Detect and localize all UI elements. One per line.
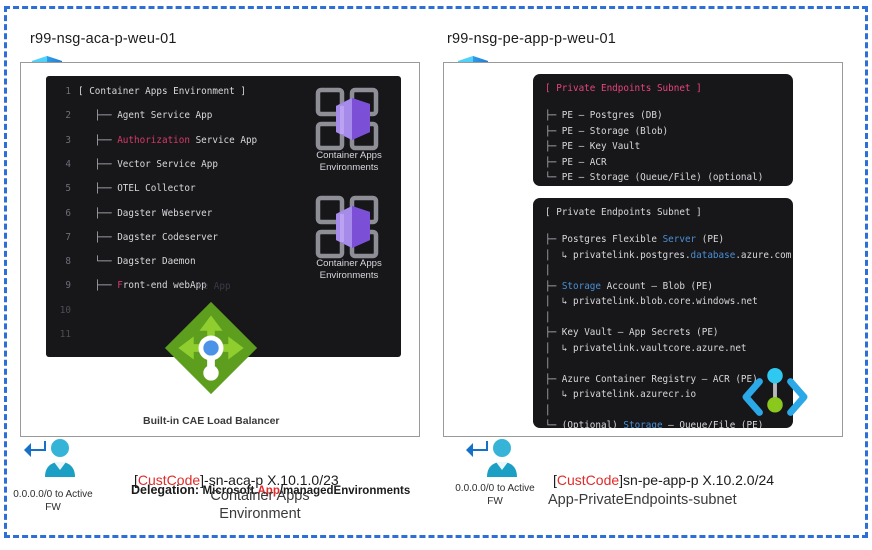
left-subnet-suffix: ]-sn-aca-p X.10.1.0/23 (200, 472, 339, 488)
private-endpoint-item: └─ PE – Storage (Queue/File) (optional) (545, 172, 764, 183)
custcode-token-right: CustCode (556, 472, 620, 488)
right-subnet-caption: [CustCode]sn-pe-app-p X.10.2.0/24 (553, 472, 774, 488)
line-number: 9 (65, 280, 71, 292)
line-number: 2 (65, 110, 71, 122)
private-endpoint-item: ├─ PE – Postgres (DB) (545, 110, 663, 121)
tree-spacer: │ (545, 358, 551, 369)
delegation-ns: Microsoft. (202, 485, 258, 497)
line-number: 8 (65, 256, 71, 268)
line-number: 3 (65, 134, 71, 146)
private-endpoints-detail-block: [ Private Endpoints Subnet ] ├─ Postgres … (533, 198, 793, 428)
code-line: 7 ├── Dagster Codeserver (54, 231, 218, 243)
line-number: 11 (59, 329, 71, 340)
private-dns-zone: │ ↳ privatelink.vaultcore.azure.net (545, 342, 747, 354)
left-nsg-title: r99-nsg-aca-p-weu-01 (30, 31, 177, 47)
private-endpoint-entry: ├─ Storage Account – Blob (PE) (545, 280, 713, 292)
private-endpoint-item: ├─ PE – Storage (Blob) (545, 125, 669, 137)
tree-spacer: │ (545, 404, 551, 416)
line-number: 5 (65, 183, 71, 195)
code-brackets-icon (740, 366, 810, 433)
code-line: 11 (54, 329, 78, 340)
code-line: 3 ├── Authorization Service App (54, 134, 257, 146)
right-subnet-description: App-PrivateEndpoints-subnet (548, 492, 737, 508)
load-balancer-label: Built-in CAE Load Balancer (143, 415, 280, 427)
user-route-firewall-icon-right (464, 437, 524, 488)
user-route-firewall-icon-left (22, 437, 82, 488)
delegation-app-token: App (257, 485, 280, 497)
right-subnet-suffix: ]sn-pe-app-p X.10.2.0/24 (619, 472, 775, 488)
code-line: 9 ├── Front-end webApp (54, 280, 206, 292)
line-number: 6 (65, 207, 71, 219)
container-apps-environment-icon-1 (312, 84, 382, 159)
private-dns-zone: │ ↳ privatelink.blob.core.windows.net (545, 296, 758, 307)
private-endpoint-entry: ├─ Postgres Flexible Server (PE) (545, 234, 725, 245)
code-line: 6 ├── Dagster Webserver (54, 207, 212, 219)
private-endpoint-entry: ├─ Key Vault – App Secrets (PE) (545, 327, 719, 338)
private-dns-zone: │ ↳ privatelink.azurecr.io (545, 389, 697, 400)
left-subnet-caption: [CustCode]-sn-aca-p X.10.1.0/23 (134, 472, 339, 488)
right-nsg-title: r99-nsg-pe-app-p-weu-01 (447, 31, 617, 47)
code-line: 4 ├── Vector Service App (54, 158, 218, 170)
code-line: 2 ├── Agent Service App (54, 110, 212, 122)
private-endpoint-entry: └─ (Optional) Storage – Queue/File (PE) (545, 420, 764, 428)
line-number: 4 (65, 158, 71, 170)
container-apps-environment-icon-2 (312, 192, 382, 267)
line-number: 10 (59, 304, 71, 316)
code-line: 5 ├── OTEL Collector (54, 183, 195, 195)
load-balancer-icon (163, 300, 259, 401)
private-dns-zone: │ ↳ privatelink.postgres.database.azure.… (545, 249, 792, 261)
code-block-title: [ Private Endpoints Subnet ] (545, 207, 702, 218)
tree-spacer: │ (545, 311, 551, 323)
custcode-token-left: CustCode (137, 472, 201, 488)
tree-spacer: │ (545, 265, 551, 276)
delegation-label-left: Delegation: Microsoft.App/managedEnviron… (131, 483, 410, 497)
vnet-boundary (4, 6, 868, 538)
private-endpoint-item: ├─ PE – ACR (545, 156, 607, 168)
code-line: 1[ Container Apps Environment ] (54, 86, 246, 97)
code-line: 8 └── Dagster Daemon (54, 256, 195, 268)
line-number: 1 (65, 86, 71, 97)
bracket-open-right: [ (553, 472, 557, 488)
code-block-title: [ Private Endpoints Subnet ] (545, 83, 702, 94)
private-endpoint-entry: ├─ Azure Container Registry – ACR (PE) (545, 373, 758, 385)
code-line: 10 (54, 304, 78, 316)
delegation-resource: /managedEnvironments (279, 485, 411, 497)
private-endpoint-item: ├─ PE – Key Vault (545, 141, 641, 152)
bracket-open: [ (134, 472, 138, 488)
delegation-key: Delegation: (131, 483, 200, 497)
line-number: 7 (65, 231, 71, 243)
ghost-text: ce App (197, 281, 231, 293)
private-endpoints-summary-block: [ Private Endpoints Subnet ] ├─ PE – Post… (533, 74, 793, 186)
